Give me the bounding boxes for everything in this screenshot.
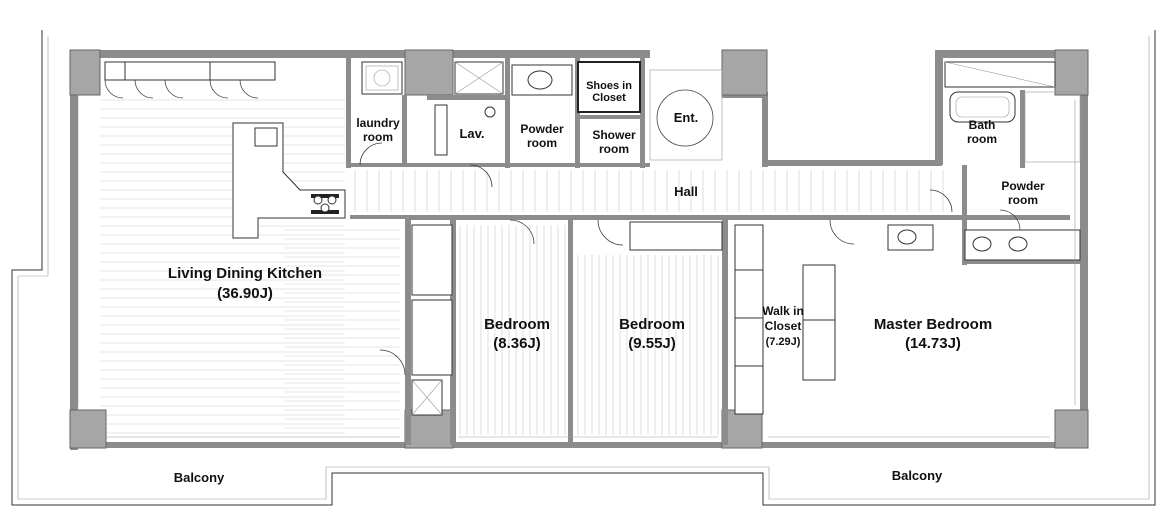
kitchen-island — [232, 122, 346, 239]
bedroom-1-size-label: (8.36J) — [493, 335, 541, 352]
bedroom-floor-1 — [459, 225, 566, 435]
master-bedroom-name-label: Master Bedroom — [874, 316, 992, 333]
bath-room-label-2: room — [967, 132, 997, 146]
cabinet-door-arc — [104, 79, 124, 99]
lav-label: Lav. — [459, 126, 484, 141]
powder-room-2-label-1: Powder — [1001, 179, 1045, 193]
bedroom-floor-2 — [577, 255, 719, 435]
lav-fixtures — [434, 61, 504, 156]
powder-room-2-label-2: room — [1008, 193, 1038, 207]
laundry-label-2: room — [363, 130, 393, 144]
balcony-left-label: Balcony — [174, 470, 225, 485]
cabinet-door-arcs — [104, 79, 259, 99]
walk-in-closet-size-label: (7.29J) — [766, 336, 801, 348]
laundry-fixtures — [361, 61, 403, 95]
shoes-closet-box — [577, 61, 641, 113]
walk-in-closet-shelves — [734, 224, 836, 415]
powder-room-1-fixtures — [511, 64, 573, 96]
balcony-outline — [11, 30, 1156, 506]
interior-walls — [346, 58, 1082, 445]
bedroom-1-name-label: Bedroom — [484, 316, 550, 333]
powder-room-1-label-2: room — [527, 136, 557, 150]
shower-room-label-2: room — [599, 142, 629, 156]
ldk-size-label: (36.90J) — [217, 285, 273, 302]
entrance-fixtures — [649, 69, 723, 161]
door-swings — [359, 142, 1021, 376]
cabinet-door-arc — [164, 79, 184, 99]
room-labels: Living Dining Kitchen (36.90J) laundry r… — [168, 80, 1045, 485]
shower-room-label-1: Shower — [592, 128, 636, 142]
cabinet-door-arc — [134, 79, 154, 99]
master-bedroom-size-label: (14.73J) — [905, 335, 961, 352]
bedroom-2-size-label: (9.55J) — [628, 335, 676, 352]
shoes-closet-label-2: Closet — [592, 92, 626, 104]
cabinet-door-arc — [239, 79, 259, 99]
walk-in-closet-label-2: Closet — [765, 319, 802, 333]
powder-room-1-label-1: Powder — [520, 122, 564, 136]
bedroom-1-closet — [411, 224, 453, 416]
balcony-right-label: Balcony — [892, 468, 943, 483]
windows — [77, 95, 1076, 438]
hall-floor — [354, 170, 944, 212]
hall-label: Hall — [674, 184, 698, 199]
ldk-name-label: Living Dining Kitchen — [168, 265, 322, 282]
walk-in-closet-label-1: Walk in — [762, 304, 804, 318]
structural-pillars — [69, 49, 1089, 449]
laundry-label-1: laundry — [356, 116, 400, 130]
bedroom-2-name-label: Bedroom — [619, 316, 685, 333]
powder-room-2-fixtures — [887, 224, 1081, 261]
cabinet-door-arc — [209, 79, 229, 99]
bath-room-label-1: Bath — [969, 118, 996, 132]
bath-fixtures — [944, 61, 1081, 163]
shoes-closet-label-1: Shoes in — [586, 80, 632, 92]
kitchen-counter-back — [104, 61, 276, 81]
entrance-label: Ent. — [674, 110, 699, 125]
bedroom-2-closet — [629, 221, 723, 251]
